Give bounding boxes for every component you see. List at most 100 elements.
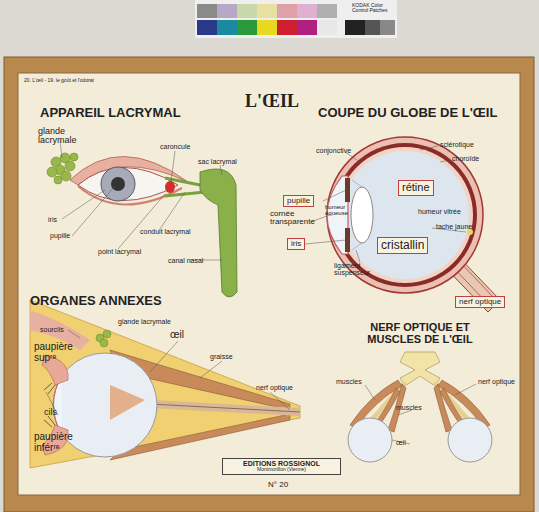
color-control-bar-part xyxy=(380,20,395,35)
eyeball-section-part-part xyxy=(420,146,438,150)
term-box: nerf optique xyxy=(455,296,505,308)
eyeball-section-part xyxy=(327,137,483,293)
lacrymal-apparatus-part xyxy=(111,177,125,191)
part-label: tache jaune xyxy=(436,223,472,230)
part-label: canal nasal xyxy=(168,257,203,264)
wooden-frame xyxy=(4,57,534,512)
color-control-bar-part xyxy=(197,20,217,35)
part-label: cils xyxy=(44,408,57,417)
eyeball-section-part xyxy=(351,187,373,243)
part-label: humeur vitrée xyxy=(418,208,461,215)
color-control-bar-part xyxy=(237,4,257,18)
optic-nerve-muscles-part xyxy=(400,352,440,386)
part-label: iris xyxy=(48,216,57,223)
eye-annex-organs-part xyxy=(30,300,300,468)
lacrymal-apparatus-part-part xyxy=(62,190,105,219)
eye-annex-organs-part-part xyxy=(103,330,111,338)
lacrymal-apparatus-part-part xyxy=(54,176,62,184)
color-control-bar-part xyxy=(277,20,297,35)
part-label: sac lacrymal xyxy=(198,158,237,165)
part-label: N° 20 xyxy=(268,481,288,489)
lacrymal-apparatus-part xyxy=(60,140,222,260)
optic-nerve-muscles-part xyxy=(448,418,492,462)
optic-nerve-muscles-part xyxy=(365,384,476,444)
eye-annex-organs-part-part xyxy=(68,330,80,338)
optic-nerve-muscles-part-part xyxy=(455,384,476,395)
part-label: glande lacrymale xyxy=(38,127,86,146)
lacrymal-apparatus-part-part xyxy=(118,194,165,249)
part-label: sourcils xyxy=(40,326,64,333)
part-label: pupille xyxy=(50,232,70,239)
color-control-bar-part xyxy=(317,20,337,35)
lacrymal-apparatus-part xyxy=(101,167,135,201)
optic-nerve-muscles-part xyxy=(348,418,392,462)
part-label: nerf optique xyxy=(256,384,293,391)
color-control-bar-part xyxy=(297,20,317,35)
box-text: EDITIONS ROSSIGNOL xyxy=(243,460,320,467)
part-label: paupière supʳᵉ xyxy=(34,342,86,363)
part-label: muscles xyxy=(396,404,422,411)
wooden-frame-part xyxy=(4,57,534,512)
part-label: choroïde xyxy=(452,155,479,162)
eye-annex-organs-part xyxy=(150,404,300,412)
color-control-bar-part xyxy=(297,4,317,18)
part-label: cornée transparente xyxy=(270,210,322,227)
part-label: paupière inférʳᵉ xyxy=(34,432,86,453)
part-label: muscles xyxy=(336,378,362,385)
section-heading: APPAREIL LACRYMAL xyxy=(40,106,181,120)
section-heading: NERF OPTIQUE ET MUSCLES DE L'ŒIL xyxy=(355,322,485,345)
eye-annex-organs-part-part xyxy=(100,339,108,347)
color-control-bar-part xyxy=(277,4,297,18)
part-label: humeur aqueuse xyxy=(325,204,353,217)
eyeball-section xyxy=(305,137,500,312)
lacrymal-apparatus-part-part xyxy=(47,167,57,177)
lacrymal-apparatus-part xyxy=(200,169,237,297)
term-box: pupille xyxy=(283,195,314,207)
publisher-box: EDITIONS ROSSIGNOLMontmorillon (Vienne) xyxy=(222,458,341,475)
box-text: cristallin xyxy=(381,239,424,252)
part-label: œil xyxy=(170,330,184,341)
part-label: KODAK Color Control Patches xyxy=(352,3,392,14)
term-box: iris xyxy=(287,238,305,250)
optic-nerve-muscles xyxy=(348,352,492,462)
lacrymal-apparatus-part-part xyxy=(65,161,75,171)
lacrymal-apparatus xyxy=(47,140,237,297)
wooden-frame-part xyxy=(18,73,520,495)
color-control-bar-part xyxy=(257,4,277,18)
term-box: rétine xyxy=(398,180,434,196)
eyeball-section-part xyxy=(352,180,362,250)
color-control-bar xyxy=(195,0,397,38)
part-label: nerf optique xyxy=(478,378,515,385)
color-control-bar-part xyxy=(197,4,217,18)
part-label: 20. L'œil - 19. le goût et l'odorat xyxy=(24,78,94,83)
section-heading: COUPE DU GLOBE DE L'ŒIL xyxy=(318,106,497,120)
color-control-bar-part xyxy=(217,4,237,18)
box-subtext: Montmorillon (Vienne) xyxy=(243,467,320,472)
eye-annex-organs-part xyxy=(150,404,300,412)
eye-annex-organs-part-part xyxy=(270,392,290,410)
box-text: iris xyxy=(291,240,301,248)
lacrymal-apparatus-part-part xyxy=(171,151,175,182)
chart-title: L'ŒIL xyxy=(245,92,299,111)
eyeball-section-part xyxy=(305,146,466,262)
color-control-bar-part xyxy=(317,4,337,18)
eyeball-section-part xyxy=(341,151,469,279)
eye-annex-organs-part xyxy=(110,385,145,420)
color-control-bar-part xyxy=(217,20,237,35)
eyeball-section-part-part xyxy=(440,160,450,162)
part-label: conduit lacrymal xyxy=(140,228,191,235)
eye-annex-organs-part-part xyxy=(150,341,178,372)
lacrymal-apparatus-part-part xyxy=(220,165,222,175)
lacrymal-apparatus-part-part xyxy=(70,153,78,161)
lacrymal-apparatus-part xyxy=(165,181,175,193)
part-label: ligament suspenseur xyxy=(334,262,384,277)
eye-annex-organs-part xyxy=(46,330,290,415)
eye-annex-organs-part-part xyxy=(200,361,222,378)
eye-annex-organs-part xyxy=(96,330,111,347)
part-label: graisse xyxy=(210,353,233,360)
part-label: conjonctive xyxy=(316,147,351,154)
part-label: point lacrymal xyxy=(98,248,141,255)
eye-annex-organs xyxy=(30,300,300,468)
